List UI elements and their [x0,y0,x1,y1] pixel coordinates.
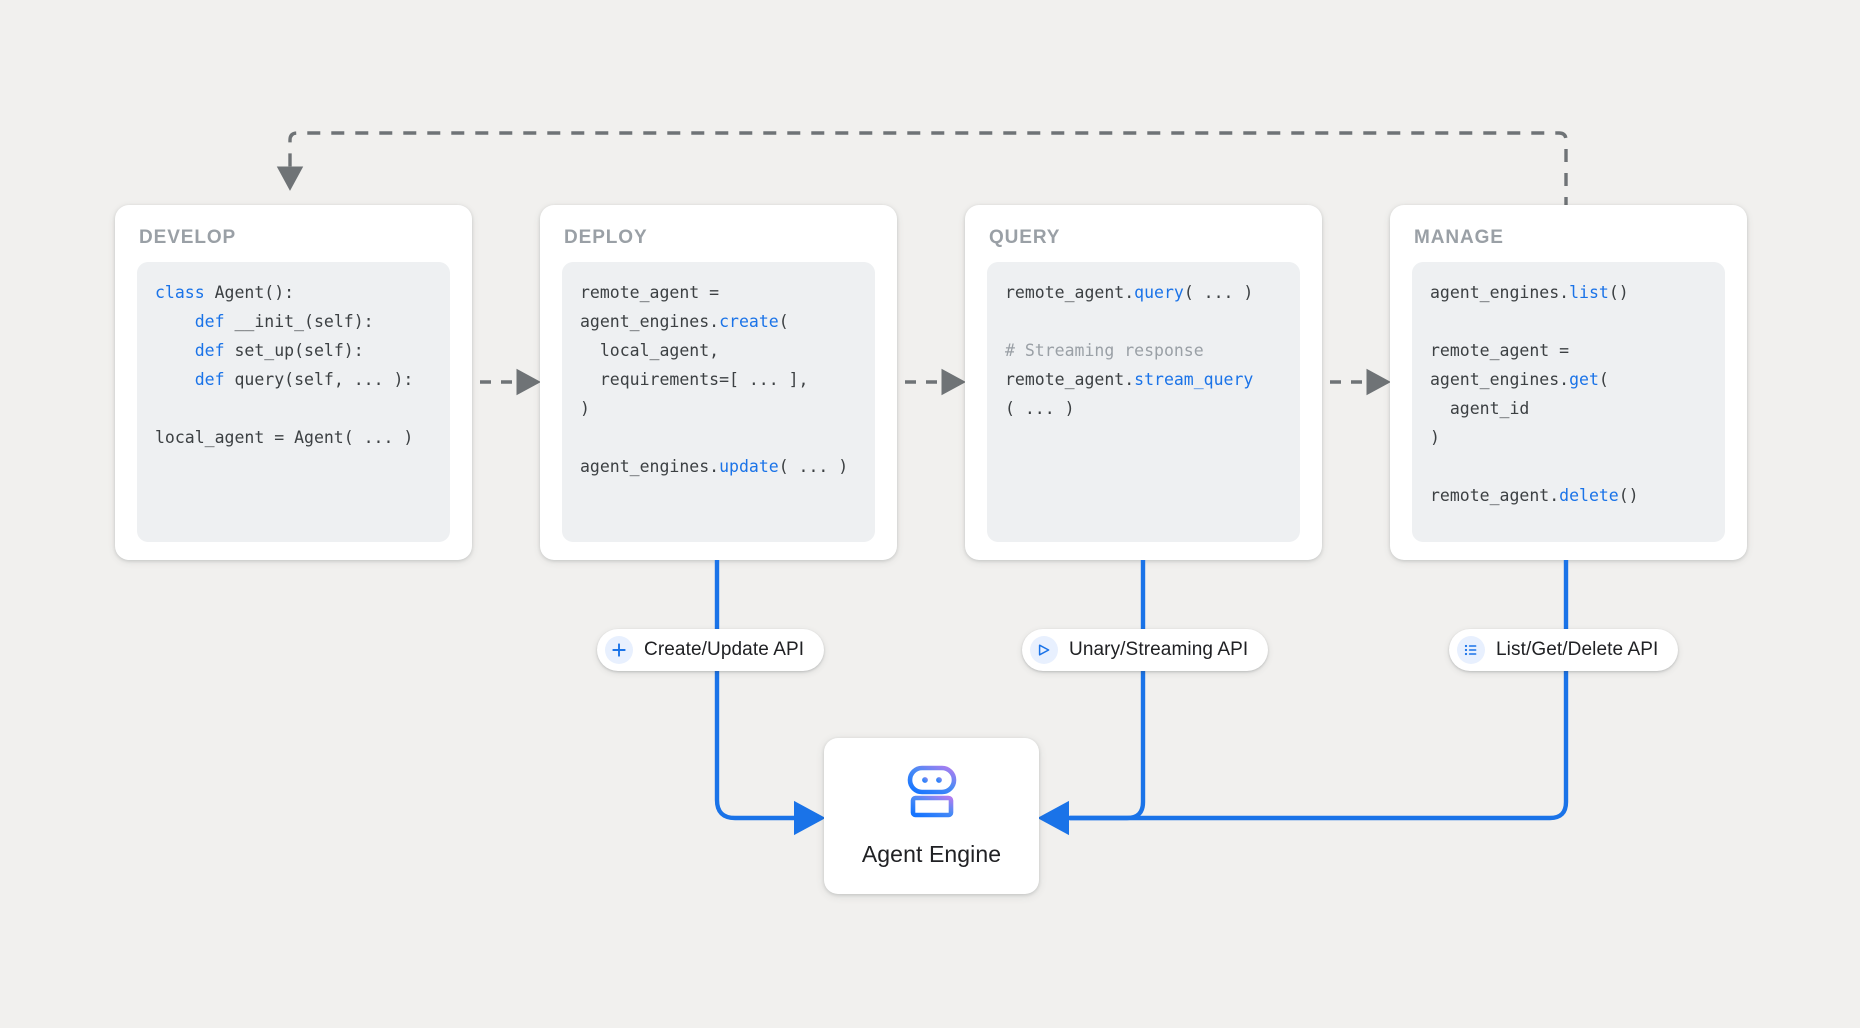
stage-title-query: QUERY [989,227,1061,248]
stage-card-deploy[interactable]: DEPLOY remote_agent = agent_engines.crea… [540,205,897,560]
plus-icon [605,636,633,664]
send-triangle-icon [1030,636,1058,664]
api-pill-unary-streaming[interactable]: Unary/Streaming API [1022,629,1269,671]
stage-card-query[interactable]: QUERY remote_agent.query( ... ) # Stream… [965,205,1322,560]
feedback-loop-dashed-arrow [276,131,1568,210]
code-block-deploy: remote_agent = agent_engines.create( loc… [562,262,875,542]
api-pill-create-update[interactable]: Create/Update API [597,629,825,671]
api-pill-list-get-delete[interactable]: List/Get/Delete API [1449,629,1679,671]
stage-title-deploy: DEPLOY [564,227,648,248]
list-icon [1457,636,1485,664]
code-block-develop: class Agent(): def __init_(self): def se… [137,262,450,542]
api-pill-label: Unary/Streaming API [1069,639,1249,660]
robot-icon [900,764,964,825]
code-block-manage: agent_engines.list() remote_agent = agen… [1412,262,1725,542]
agent-engine-label: Agent Engine [861,841,1002,867]
api-pill-label: List/Get/Delete API [1496,639,1659,660]
stage-title-manage: MANAGE [1414,227,1504,248]
stage-card-develop[interactable]: DEVELOP class Agent(): def __init_(self)… [115,205,472,560]
stage-card-manage[interactable]: MANAGE agent_engines.list() remote_agent… [1390,205,1747,560]
stage-title-develop: DEVELOP [139,227,237,248]
api-pill-label: Create/Update API [644,639,805,660]
agent-engine-card[interactable]: Agent Engine [824,738,1039,894]
wire-deploy-to-agent-engine [714,560,826,836]
wire-query-to-agent-engine [1070,560,1146,821]
code-block-query: remote_agent.query( ... ) # Streaming re… [987,262,1300,542]
wire-manage-to-agent-engine [1037,560,1569,836]
